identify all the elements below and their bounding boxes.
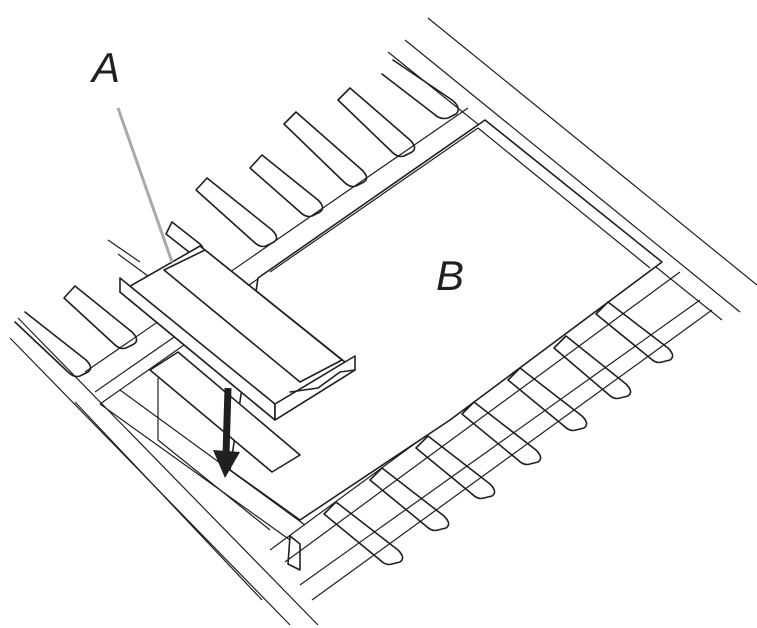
- component-a: [119, 245, 356, 531]
- label-b: B: [436, 252, 464, 299]
- down-arrow-icon: [213, 387, 240, 478]
- label-a: A: [89, 44, 120, 91]
- lower-tines: [287, 301, 674, 571]
- platform-b: [99, 119, 663, 541]
- callout-leader-a: [116, 107, 174, 263]
